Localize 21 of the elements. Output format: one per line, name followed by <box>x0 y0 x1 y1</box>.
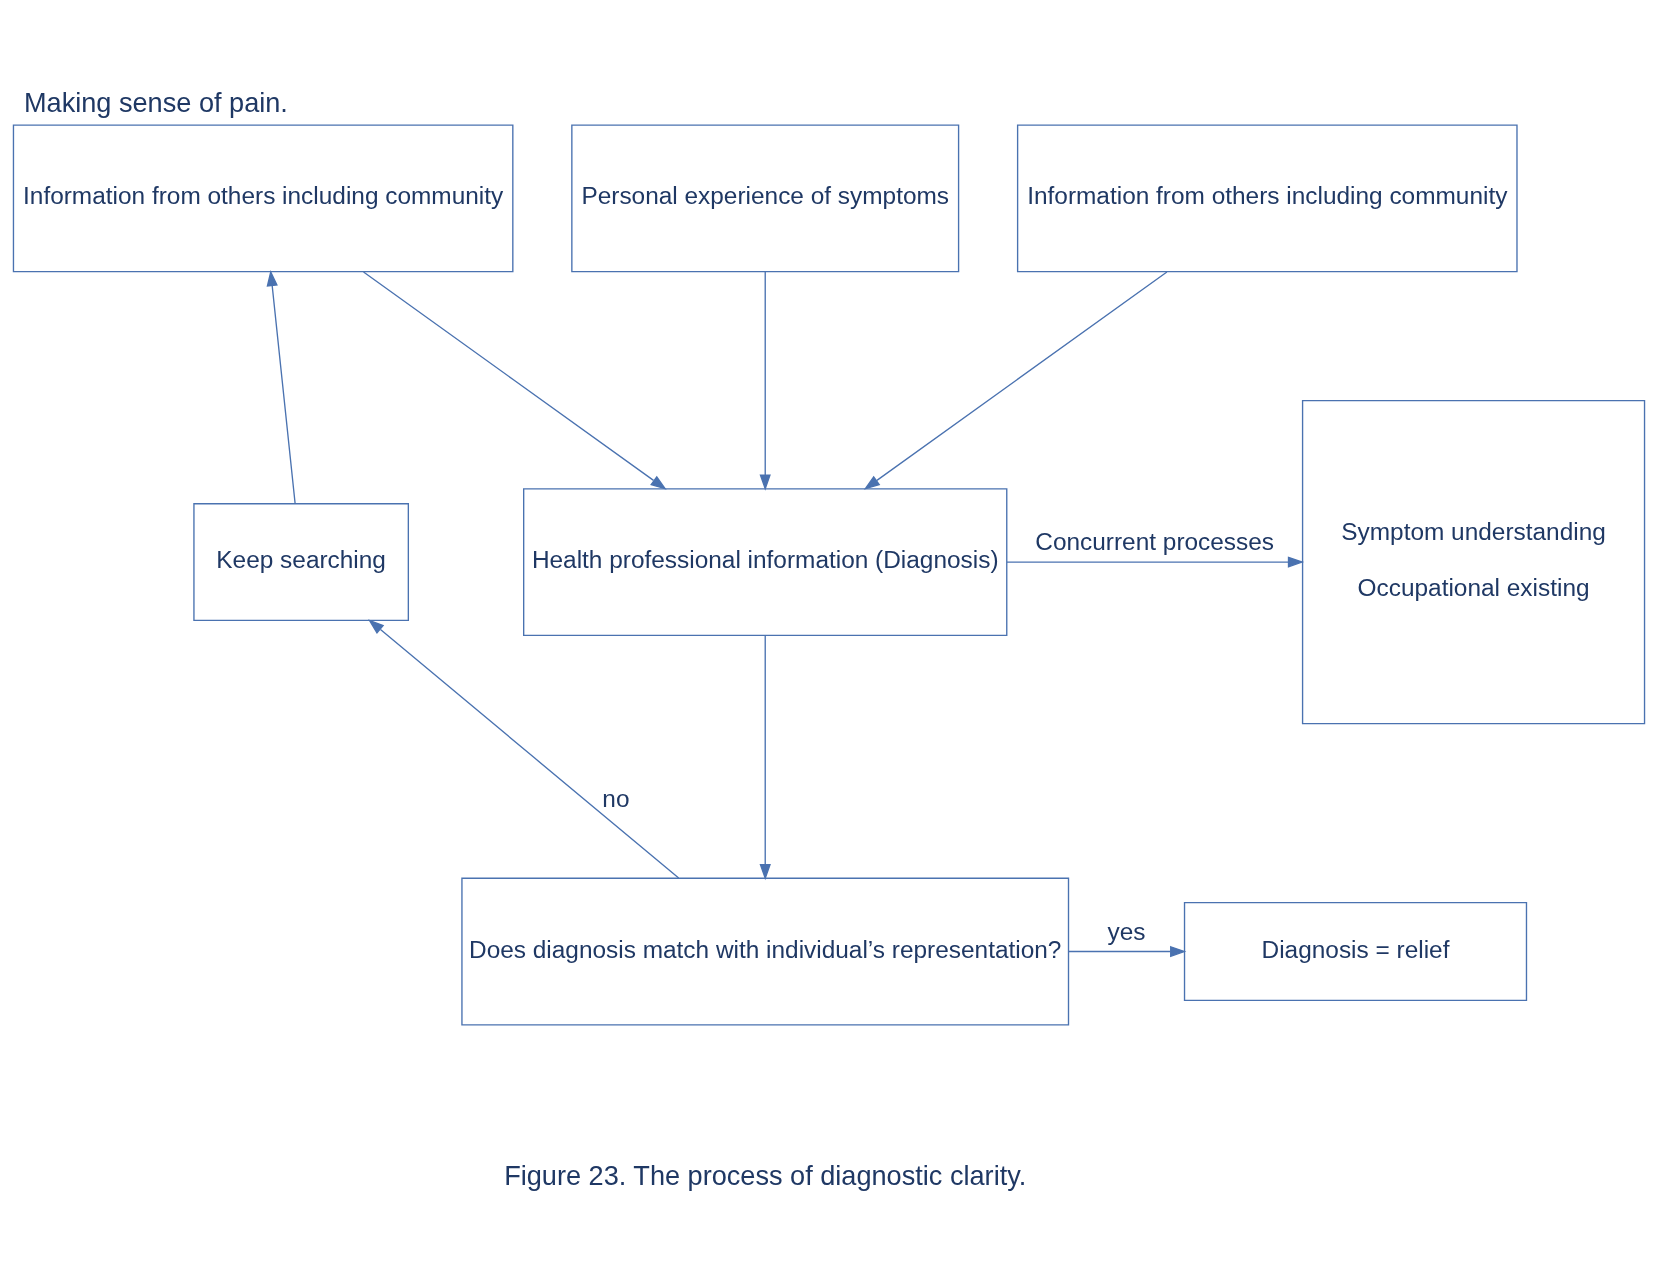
node-box: Information from others including community <box>1016 123 1518 272</box>
arrow <box>759 634 771 880</box>
edge-label: no <box>602 784 630 812</box>
arrow <box>1067 945 1187 957</box>
node-box: Health professional information (Diagnosis) <box>523 487 1008 636</box>
arrow <box>759 270 771 491</box>
arrow <box>1006 555 1305 568</box>
node-box: Personal experience of symptoms <box>571 123 960 272</box>
edge-label: yes <box>1107 917 1146 945</box>
arrow <box>266 269 296 504</box>
arrow <box>863 270 1168 490</box>
node-box: Information from others including community <box>12 123 514 272</box>
caption: Figure 23. The process of diagnostic clarity. <box>504 1159 1027 1191</box>
arrow <box>362 270 667 490</box>
arrow <box>368 618 680 879</box>
node-box: Diagnosis = relief <box>1183 901 1528 1001</box>
node-box: Keep searching <box>193 502 409 621</box>
diagram-title: Making sense of pain. <box>24 86 288 118</box>
node-box: Symptom understanding Occupational existing <box>1301 399 1646 724</box>
node-box: Does diagnosis match with individual’s representation? <box>461 877 1070 1025</box>
edge-label: Concurrent processes <box>1035 527 1275 555</box>
